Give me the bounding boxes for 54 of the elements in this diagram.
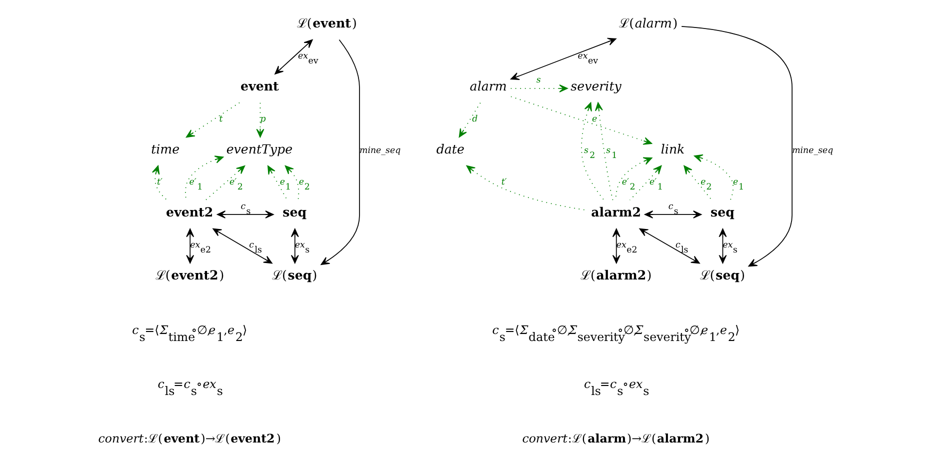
arrow [680,26,792,267]
node-text: link [660,142,684,157]
arrow [644,210,702,218]
arrow [683,165,712,201]
arrow [274,39,312,74]
arrow [510,38,616,80]
node-text: ℒ(alarm2) [580,268,652,283]
edge-label: t′ [156,177,162,188]
edge-label: mine_seq [792,146,833,156]
node-text: severity [570,78,621,94]
node-text: seq [282,204,306,220]
arrow [216,210,274,218]
arrow [638,228,700,264]
node-text: event [240,78,278,94]
node-text: ℒ(alarm) [618,16,678,31]
edge-label: d [472,114,478,124]
edge-label: s [536,76,540,86]
edge-label: t [218,114,222,124]
arrow [256,102,264,138]
arrow [152,165,167,200]
edge-label: e [591,114,597,124]
arrow [267,165,288,201]
label: convert:ℒ(alarm)→ℒ(alarm2) [522,432,710,446]
node-text: alarm [469,78,506,94]
node-text: eventType [226,142,292,157]
edge-label: mine_seq [359,146,400,156]
node-text: ℒ(event) [296,16,356,31]
label: convert:ℒ(event)→ℒ(event2) [98,432,280,446]
arrow [186,228,194,264]
arrow [212,228,272,264]
node-text: ℒ(event2) [154,268,224,283]
arrow [580,102,604,201]
edge-label: p [260,114,266,124]
edge-label: t′ [500,177,506,188]
arrow [718,228,726,264]
arrow [204,165,245,201]
arrow [594,102,613,201]
node-text: time [150,142,180,157]
arrow [290,228,298,264]
node-text: seq [710,204,734,220]
arrow [185,102,240,138]
node-text: ℒ(seq) [272,268,317,283]
node-text: ℒ(seq) [699,268,745,283]
arrow [628,165,662,200]
arrow [284,165,299,201]
node-text: date [436,142,464,157]
arrow [612,228,620,264]
arrow [510,84,568,92]
arrow [458,102,480,138]
arrow [510,96,652,145]
arrow [320,39,360,265]
node-text: alarm2 [590,204,640,220]
node-text: event2 [166,204,213,220]
arrow [693,154,734,200]
